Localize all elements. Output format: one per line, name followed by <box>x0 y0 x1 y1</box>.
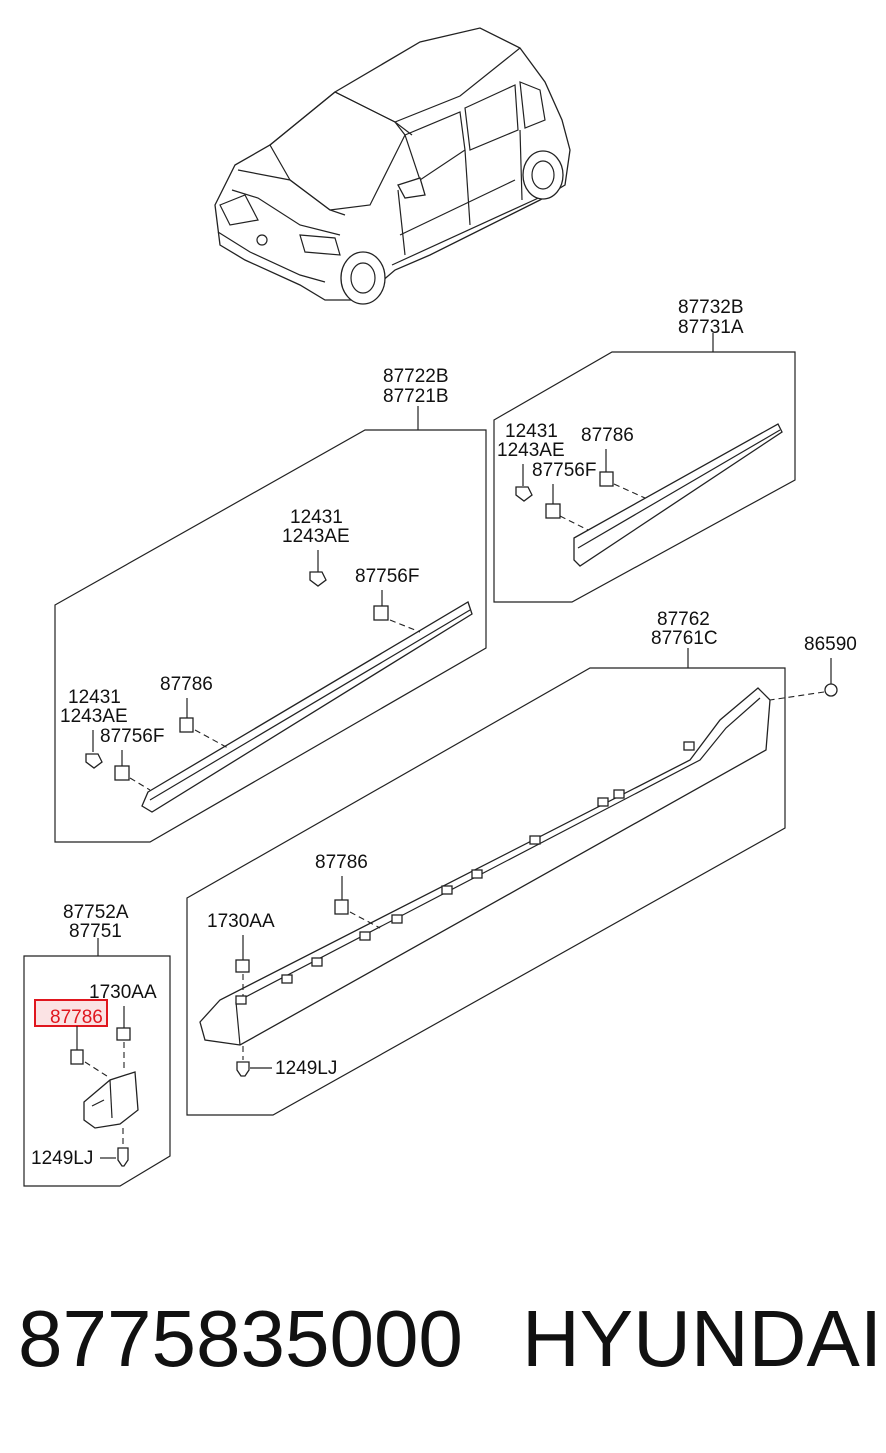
clip-icon <box>114 765 130 781</box>
highlighted-part-label[interactable]: 87786 <box>50 1007 103 1028</box>
callout-clip-upper: 87756F <box>355 566 419 587</box>
callout-screw: 1249LJ <box>31 1148 93 1169</box>
sill-clip-markers <box>235 741 695 1005</box>
group-label-1: 87722B <box>383 366 449 387</box>
fastener-icon <box>599 471 614 487</box>
callout-nut: 1730AA <box>89 982 157 1003</box>
callout-fastener: 87786 <box>160 674 213 695</box>
fastener-icon <box>179 717 194 733</box>
screw-icon <box>85 753 103 769</box>
group-label-2: 87761C <box>651 628 718 649</box>
cap-icon <box>824 683 838 697</box>
part-number: 8775835000 <box>18 1294 463 1383</box>
group-box <box>186 667 786 1116</box>
group-label-2: 87721B <box>383 386 449 407</box>
screw-icon <box>236 1061 250 1077</box>
group-box <box>23 955 171 1187</box>
callout-clip-lower: 87756F <box>100 726 164 747</box>
screw-icon <box>515 486 533 502</box>
car-illustration <box>214 27 571 305</box>
group-label-2: 87751 <box>69 921 122 942</box>
clip-icon <box>545 503 561 519</box>
group-box <box>54 429 487 843</box>
callout-fastener: 87786 <box>581 425 634 446</box>
mud-guard-group: 87752A 87751 1730AA 87786 1249LJ <box>23 902 171 1187</box>
callout-screw-upper-b: 1243AE <box>282 526 350 547</box>
group-label-1: 87752A <box>63 902 129 923</box>
screw-icon <box>117 1147 129 1167</box>
callout-screw: 1249LJ <box>275 1058 337 1079</box>
callout-screw: 12431 <box>505 421 558 442</box>
nut-icon <box>235 959 250 973</box>
clip-icon <box>373 605 389 621</box>
callout-fastener: 87786 <box>315 852 368 873</box>
rear-door-molding-group: 87732B 87731A 12431 1243AE 87786 87756F <box>493 297 796 603</box>
callout-cap: 86590 <box>804 634 857 655</box>
callout-screw-b: 1243AE <box>497 440 565 461</box>
fastener-icon <box>334 899 349 915</box>
group-label-1: 87762 <box>657 609 710 630</box>
brand-name: HYUNDAI <box>522 1294 882 1383</box>
screw-icon <box>309 571 327 587</box>
sill-molding <box>199 687 771 1046</box>
highlight-box[interactable] <box>34 999 108 1027</box>
callout-screw-upper: 12431 <box>290 507 343 528</box>
callout-screw-lower: 12431 <box>68 687 121 708</box>
front-door-molding-group: 87722B 87721B 12431 1243AE 87756F 12431 … <box>54 366 487 843</box>
nut-icon <box>116 1027 131 1041</box>
callout-clip: 87756F <box>532 460 596 481</box>
group-label-2: 87731A <box>678 317 744 338</box>
group-label-1: 87732B <box>678 297 744 318</box>
fastener-icon <box>70 1049 84 1065</box>
callout-screw-lower-b: 1243AE <box>60 706 128 727</box>
side-sill-molding-group: 87762 87761C 86590 87786 <box>186 609 857 1116</box>
callout-nut: 1730AA <box>207 911 275 932</box>
group-box <box>493 351 796 603</box>
